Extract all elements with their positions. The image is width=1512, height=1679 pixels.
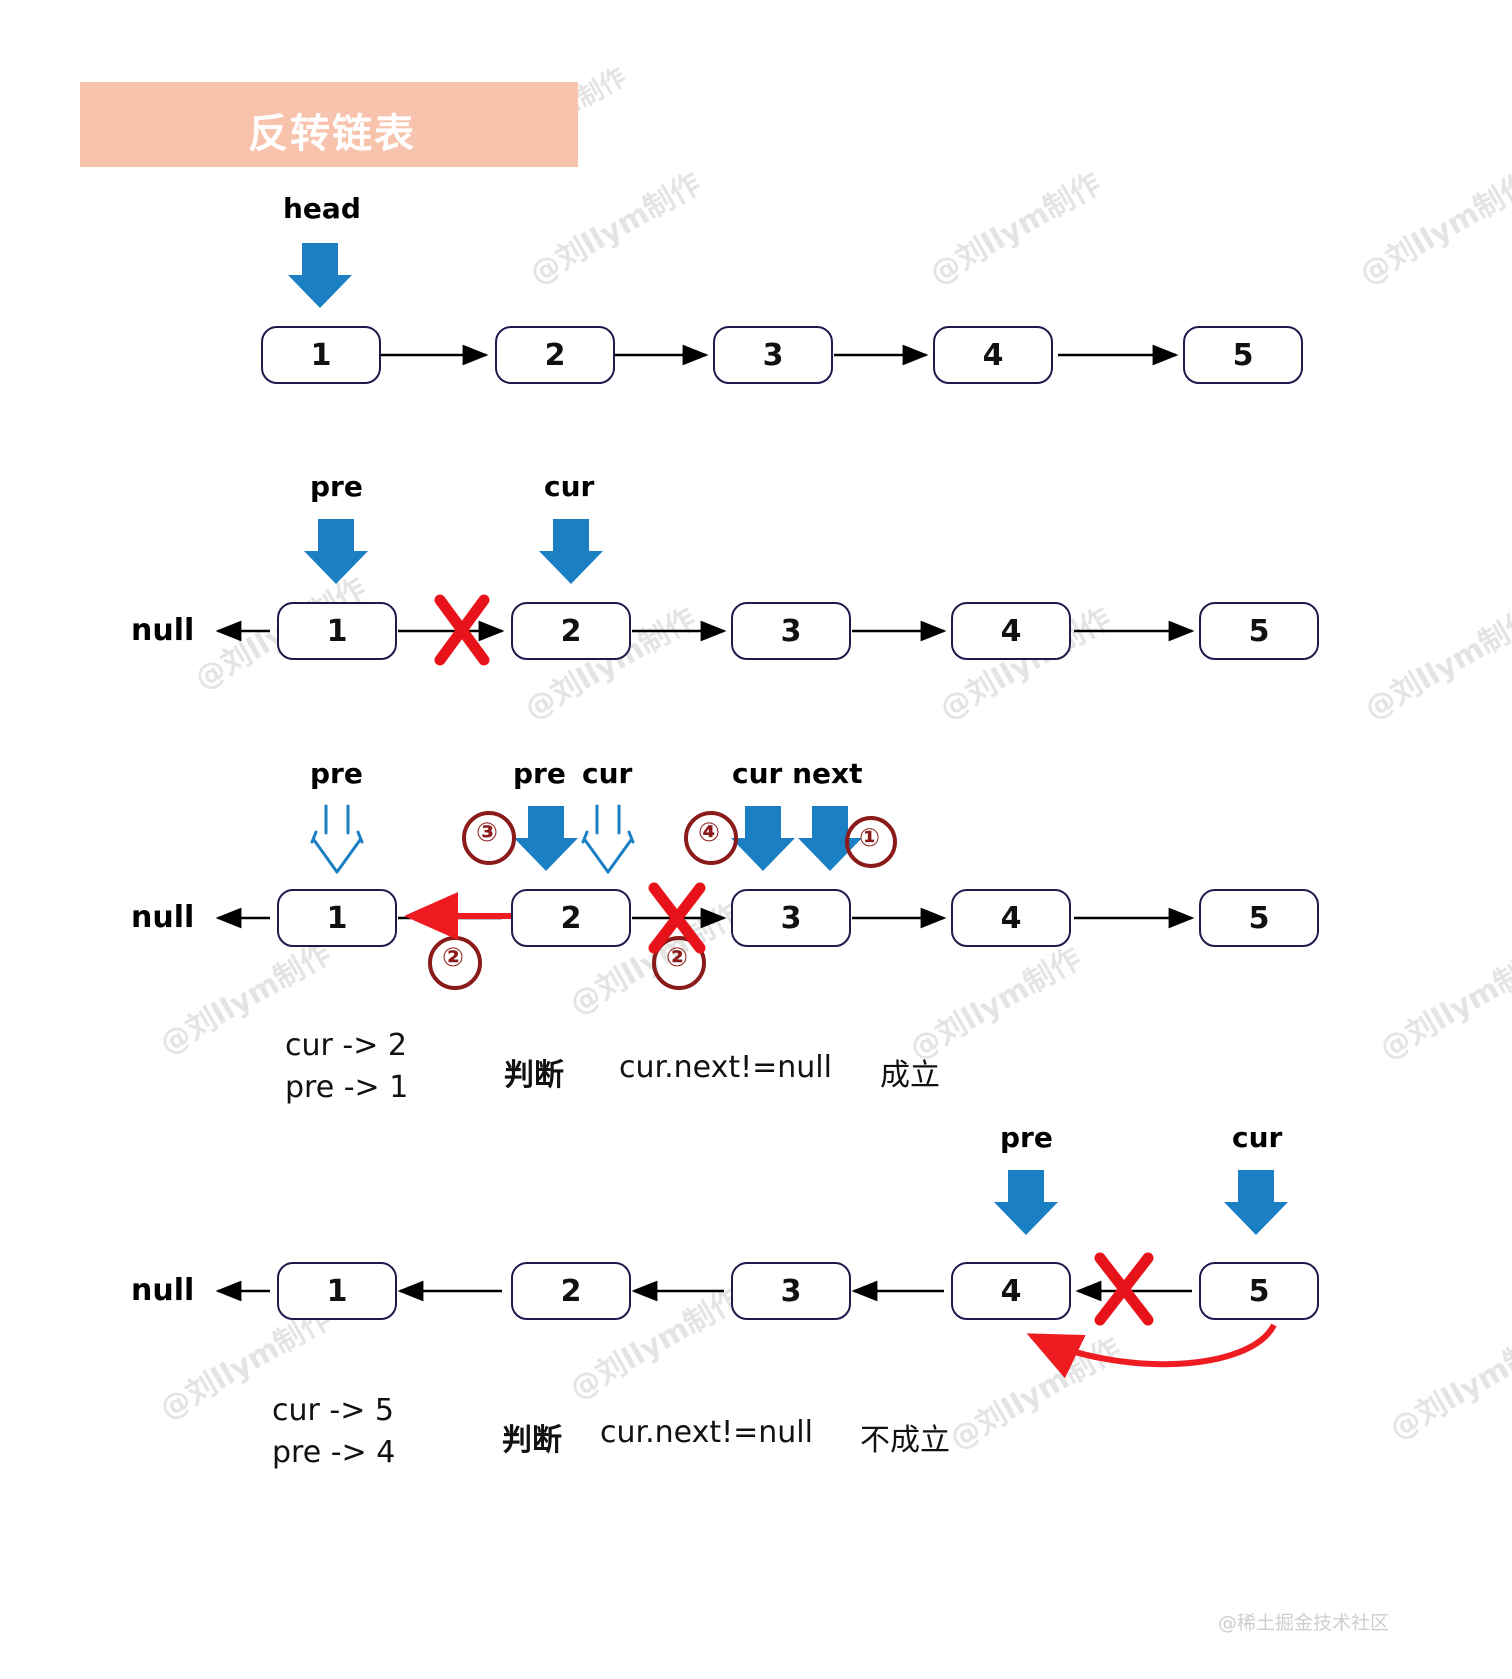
null-label-r2: null (131, 613, 195, 648)
node-r3-4: 5 (1199, 889, 1319, 947)
row-first-step-pointers (304, 519, 603, 584)
row-first-step-break-x (434, 594, 490, 666)
watermark-tile: @刘llym制作 (524, 166, 708, 293)
pointer-label-pre-ghost-r3: pre (310, 757, 363, 790)
watermark-tile: @刘llym制作 (924, 166, 1108, 293)
null-label-r4: null (131, 1273, 195, 1308)
step-marker-2-left: ② (442, 943, 465, 973)
row-final-relink-curve (1026, 1323, 1277, 1379)
node-r3-3: 4 (951, 889, 1071, 947)
annotation-final-condition: cur.next!=null (600, 1415, 813, 1450)
annotation-final-cur: cur -> 5 (272, 1393, 394, 1428)
row-loop-ghost-pointer-pre (310, 804, 364, 874)
watermark-tile: @刘llym制作 (1354, 166, 1512, 293)
node-r2-2: 3 (731, 602, 851, 660)
watermark-tile: @刘llym制作 (1374, 941, 1512, 1068)
row-loop-ghost-pointer-cur (581, 804, 635, 874)
pointer-label-cur-r2: cur (544, 470, 595, 503)
node-r3-2: 3 (731, 889, 851, 947)
watermark-tile: @刘llym制作 (1359, 601, 1512, 728)
node-r1-3: 4 (933, 326, 1053, 384)
node-r1-4: 5 (1183, 326, 1303, 384)
title-banner (80, 82, 578, 167)
page-title: 反转链表 (248, 111, 416, 157)
node-r1-1: 2 (495, 326, 615, 384)
node-r4-0: 1 (277, 1262, 397, 1320)
node-r4-2: 3 (731, 1262, 851, 1320)
annotation-final-pre: pre -> 4 (272, 1435, 396, 1470)
node-r3-1: 2 (511, 889, 631, 947)
node-r1-2: 3 (713, 326, 833, 384)
watermark-tile: @刘llym制作 (944, 1331, 1128, 1458)
node-r2-0: 1 (277, 602, 397, 660)
pointer-label-head: head (283, 192, 361, 225)
node-r2-3: 4 (951, 602, 1071, 660)
pointer-label-cur-next-r3: cur next (732, 757, 863, 790)
row-loop-pointer-cur (731, 806, 795, 871)
node-r4-3: 4 (951, 1262, 1071, 1320)
annotation-final-judge: 判断 (502, 1423, 562, 1458)
pointer-label-pre-r3: pre (513, 757, 566, 790)
watermark-tile: @刘llym制作 (1384, 1321, 1512, 1448)
pointer-label-cur-r3: cur (582, 757, 633, 790)
row-final-pointers (994, 1170, 1288, 1235)
pointer-label-pre-r4: pre (1000, 1121, 1053, 1154)
annotation-loop-cur: cur -> 2 (285, 1028, 407, 1063)
step-marker-1: ① (859, 823, 881, 852)
row-initial-pointer-head (288, 243, 352, 308)
pointer-label-pre-r2: pre (310, 470, 363, 503)
step-marker-4: ④ (698, 818, 721, 848)
node-r1-0: 1 (261, 326, 381, 384)
annotation-final-result: 不成立 (860, 1423, 950, 1458)
step-marker-2-right: ② (666, 943, 689, 973)
pointer-label-cur-r4: cur (1232, 1121, 1283, 1154)
footer-watermark: @稀土掘金技术社区 (1218, 1612, 1390, 1634)
row-loop-pointer-next (798, 806, 862, 871)
node-r4-1: 2 (511, 1262, 631, 1320)
annotation-loop-condition: cur.next!=null (619, 1050, 832, 1085)
node-r2-4: 5 (1199, 602, 1319, 660)
row-loop-break-x (648, 882, 706, 954)
row-final-break-x (1094, 1252, 1154, 1326)
watermark-tile: @刘llym制作 (904, 941, 1088, 1068)
node-r4-4: 5 (1199, 1262, 1319, 1320)
node-r3-0: 1 (277, 889, 397, 947)
annotation-loop-pre: pre -> 1 (285, 1070, 409, 1105)
annotation-loop-judge: 判断 (504, 1058, 564, 1093)
annotation-loop-result: 成立 (880, 1058, 940, 1093)
node-r2-1: 2 (511, 602, 631, 660)
null-label-r3: null (131, 900, 195, 935)
row-loop-pointer-pre (514, 806, 578, 871)
step-marker-3: ③ (476, 818, 499, 848)
